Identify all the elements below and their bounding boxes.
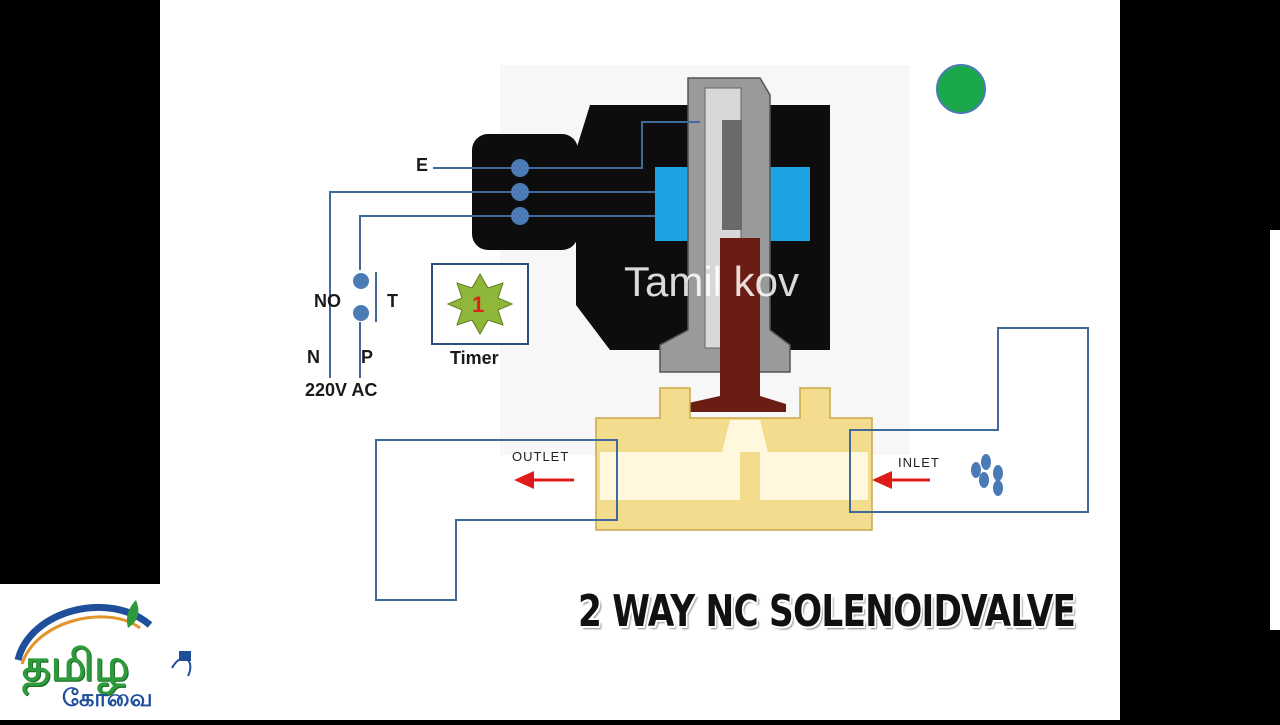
label-phase: P (361, 347, 374, 367)
label-no: NO (314, 291, 341, 311)
label-supply: 220V AC (305, 380, 378, 400)
right-bar (1120, 0, 1280, 720)
logo-main-text: தமிழ (22, 640, 130, 691)
timer-star-icon (446, 272, 514, 336)
logo-plug-icon (171, 651, 192, 677)
label-earth: E (416, 155, 429, 175)
label-neutral: N (307, 347, 320, 367)
switch-contact-top (353, 273, 369, 289)
label-outlet: OUTLET (512, 449, 570, 464)
terminal-phase (511, 207, 529, 225)
fluid-drops-icon (971, 454, 1003, 496)
label-inlet: INLET (898, 455, 940, 470)
watermark-text: Tamil kov (624, 258, 800, 305)
terminal-earth (511, 159, 529, 177)
outlet-arrow-icon (514, 471, 574, 489)
plunger (684, 238, 786, 412)
outlet-passage (600, 452, 740, 500)
terminal-neutral (511, 183, 529, 201)
outlet-pipe-loop (375, 439, 618, 601)
logo-swoosh-icon (0, 584, 160, 720)
label-t: T (387, 291, 398, 311)
diagram-caption: 2 WAY NC SOLENOIDVALVE (578, 586, 1076, 637)
status-indicator-dot (936, 64, 986, 114)
right-edge-fragment (1270, 230, 1280, 630)
fixed-core (722, 120, 742, 230)
label-timer: Timer (450, 348, 499, 368)
switch-contact-bottom (353, 305, 369, 321)
logo-sub-text: கோவை (62, 684, 153, 712)
inlet-pipe-loop (849, 327, 1089, 513)
orifice (722, 420, 768, 452)
timer-number: 1 (472, 292, 485, 317)
inlet-passage (760, 452, 868, 500)
inlet-arrow-icon (872, 471, 930, 489)
